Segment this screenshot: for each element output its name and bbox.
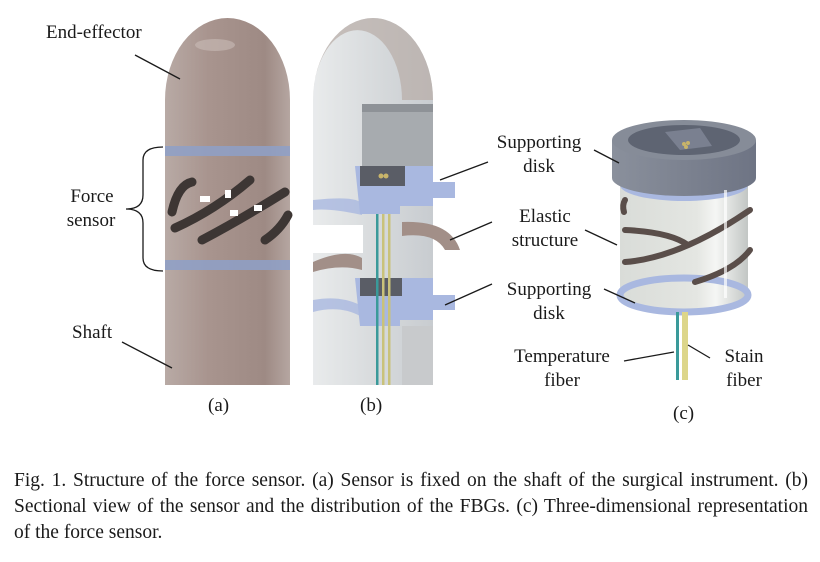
label-supporting-disk-bottom-1: Supporting xyxy=(506,279,592,300)
label-supporting-disk-bottom-2: disk xyxy=(533,303,565,324)
label-supporting-disk-top-2: disk xyxy=(523,156,555,177)
strain-fiber xyxy=(682,312,688,380)
label-supporting-disk-top-1: Supporting xyxy=(496,132,582,153)
sublabel-c: (c) xyxy=(673,403,695,424)
label-stain-fiber-1: Stain xyxy=(724,346,764,367)
panel-a-leaders xyxy=(121,54,181,369)
figure-drawing xyxy=(121,17,756,385)
helical-slots xyxy=(167,175,293,245)
panel-b-section xyxy=(313,18,460,385)
label-force-sensor-1: Force xyxy=(70,186,114,207)
helical-slots-3d xyxy=(620,197,753,285)
panel-c-leaders xyxy=(584,149,711,362)
label-end-effector: End-effector xyxy=(46,22,142,43)
panel-a-shaft xyxy=(165,17,293,385)
figure-caption: Fig. 1. Structure of the force sensor. (… xyxy=(14,470,808,543)
label-elastic-2: structure xyxy=(511,230,579,251)
label-force-sensor-2: sensor xyxy=(66,210,116,231)
panel-c-sensor xyxy=(612,120,756,380)
label-shaft: Shaft xyxy=(72,322,113,343)
sublabel-b: (b) xyxy=(360,395,383,416)
label-temperature-fiber-1: Temperature xyxy=(514,346,610,367)
sublabel-a: (a) xyxy=(208,395,230,416)
temperature-fiber xyxy=(676,312,679,380)
band-top xyxy=(165,146,290,156)
panel-b-leaders xyxy=(439,161,493,306)
elastic-structure xyxy=(402,221,460,250)
fibers-b xyxy=(376,214,391,385)
figure-1: End-effector Force sensor Shaft (a) Supp… xyxy=(46,17,764,424)
label-stain-fiber-2: fiber xyxy=(726,370,762,391)
label-elastic-1: Elastic xyxy=(519,206,571,227)
label-temperature-fiber-2: fiber xyxy=(544,370,580,391)
band-bottom xyxy=(165,260,290,270)
